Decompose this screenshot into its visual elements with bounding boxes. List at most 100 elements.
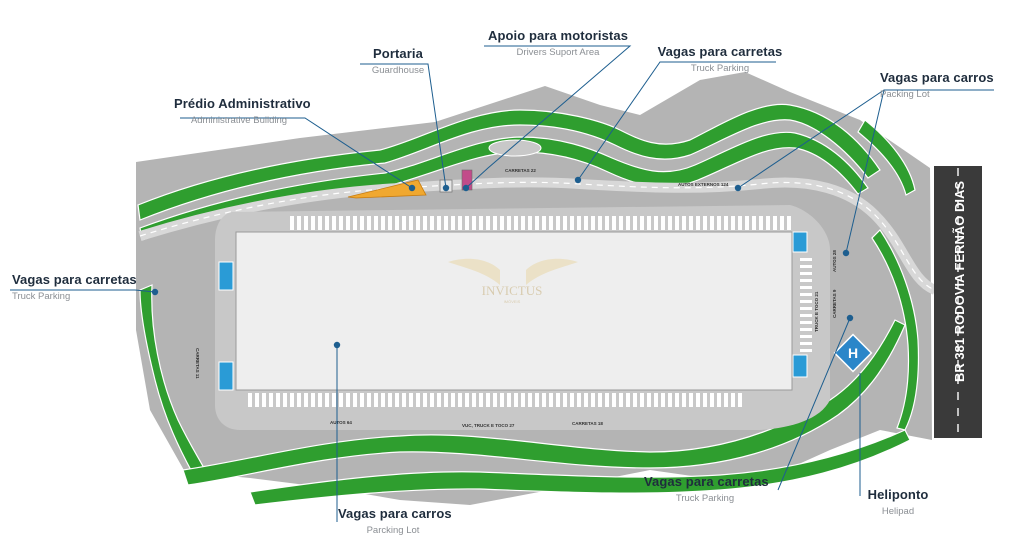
dock-stall <box>423 393 427 407</box>
callout-cars-bottom-subtitle: Parcking Lot <box>366 525 420 536</box>
dock-stall <box>493 216 497 230</box>
dock-stall <box>332 393 336 407</box>
dock-stall <box>800 307 812 310</box>
dock-stall <box>605 393 609 407</box>
dock-stall <box>514 393 518 407</box>
dock-stall <box>416 393 420 407</box>
dock-stall <box>367 393 371 407</box>
dock-stall <box>800 286 812 289</box>
dock-stall <box>570 393 574 407</box>
watermark-brand: INVICTUS <box>482 283 543 298</box>
dock-stall <box>738 216 742 230</box>
dock-stall <box>521 216 525 230</box>
callout-truck-bottom: Vagas para carretas Truck Parking <box>644 474 769 504</box>
callout-dots <box>151 176 854 349</box>
dock-stall <box>528 393 532 407</box>
plan-label-carretas-left: CARRETAS 11 <box>195 348 200 379</box>
warehouse-building <box>235 231 793 391</box>
callout-admin-title: Prédio Administrativo <box>174 96 311 111</box>
dock-stall <box>290 393 294 407</box>
dock-stall <box>451 393 455 407</box>
callout-heliponto: Heliponto Helipad <box>862 487 934 517</box>
dock-stall <box>353 393 357 407</box>
dock-stall <box>598 393 602 407</box>
dock-stall <box>647 216 651 230</box>
watermark-tag: IMÓVEIS <box>504 299 521 304</box>
dock-stall <box>444 393 448 407</box>
dock-stall <box>262 393 266 407</box>
dock-stall <box>612 393 616 407</box>
callout-truck-bottom-title: Vagas para carretas <box>644 474 769 489</box>
highway-label: BR 381 RODOVIA FERNÃO DIAS <box>952 181 967 382</box>
dock-stall <box>800 279 812 282</box>
dock-stall <box>528 216 532 230</box>
dock-stall <box>318 393 322 407</box>
dock-stall <box>584 393 588 407</box>
dock-stall <box>486 393 490 407</box>
callout-truck-top: Vagas para carretas Truck Parking <box>656 44 784 74</box>
dock-stall <box>381 216 385 230</box>
dock-stall <box>542 393 546 407</box>
plan-label-carretas-bottom: CARRETAS 18 <box>572 421 603 426</box>
dock-stall <box>248 393 252 407</box>
dock-stall <box>304 216 308 230</box>
dock-stall <box>437 393 441 407</box>
dock-stall <box>458 216 462 230</box>
dock-stall <box>654 216 658 230</box>
dock-stall <box>619 393 623 407</box>
dock-stall <box>395 393 399 407</box>
dock-stall <box>654 393 658 407</box>
dock-stall <box>661 393 665 407</box>
dock-stall <box>360 216 364 230</box>
callout-apoio-title: Apoio para motoristas <box>487 28 629 43</box>
dock-stall <box>640 393 644 407</box>
callout-heliponto-subtitle: Helipad <box>881 506 915 517</box>
dock-stall <box>549 216 553 230</box>
dock-stall <box>416 216 420 230</box>
green-areas <box>137 103 919 506</box>
parking-stalls-right <box>800 258 812 352</box>
callout-cars-bottom-title: Vagas para carros <box>338 506 452 521</box>
dock-stall <box>444 216 448 230</box>
dock-stall <box>465 393 469 407</box>
callout-truck-top-title: Vagas para carretas <box>657 44 783 59</box>
dock-stall <box>346 216 350 230</box>
dock-stall <box>800 258 812 261</box>
dock-stall <box>724 393 728 407</box>
dock-stall <box>297 393 301 407</box>
callout-heliponto-title: Heliponto <box>867 487 929 502</box>
callout-apoio: Apoio para motoristas Drivers Suport Are… <box>486 28 630 58</box>
dock-stall <box>486 216 490 230</box>
plan-label-carretas-top: CARRETAS 22 <box>505 168 536 173</box>
dock-stall <box>633 216 637 230</box>
dock-stall <box>731 216 735 230</box>
dock-stall <box>605 216 609 230</box>
dock-stall <box>598 216 602 230</box>
callout-truck-left-subtitle: Truck Parking <box>12 291 71 302</box>
dock-stall <box>346 393 350 407</box>
dock-stall <box>612 216 616 230</box>
dock-stall <box>276 393 280 407</box>
dock-stall <box>773 216 777 230</box>
dock-stall <box>577 216 581 230</box>
callout-portaria: Portaria Guardhouse <box>358 46 438 76</box>
dock-stall <box>703 393 707 407</box>
dock-stall <box>311 393 315 407</box>
plan-label-truck-right: TRUCK E TOCO 21 <box>814 291 819 332</box>
callout-leaders <box>10 45 994 522</box>
dock-stall <box>367 216 371 230</box>
dock-stall <box>290 216 294 230</box>
dock-stall <box>507 393 511 407</box>
dock-stall <box>479 393 483 407</box>
service-block <box>218 361 234 391</box>
dock-stall <box>752 216 756 230</box>
plan-label-carretas-right: CARRETAS 9 <box>832 289 837 318</box>
dock-stall <box>514 216 518 230</box>
dock-stall <box>731 393 735 407</box>
dock-stall <box>430 216 434 230</box>
service-block <box>792 354 808 378</box>
callout-cars-bottom: Vagas para carros Parcking Lot <box>338 506 452 536</box>
dock-stall <box>458 393 462 407</box>
dock-stall <box>255 393 259 407</box>
